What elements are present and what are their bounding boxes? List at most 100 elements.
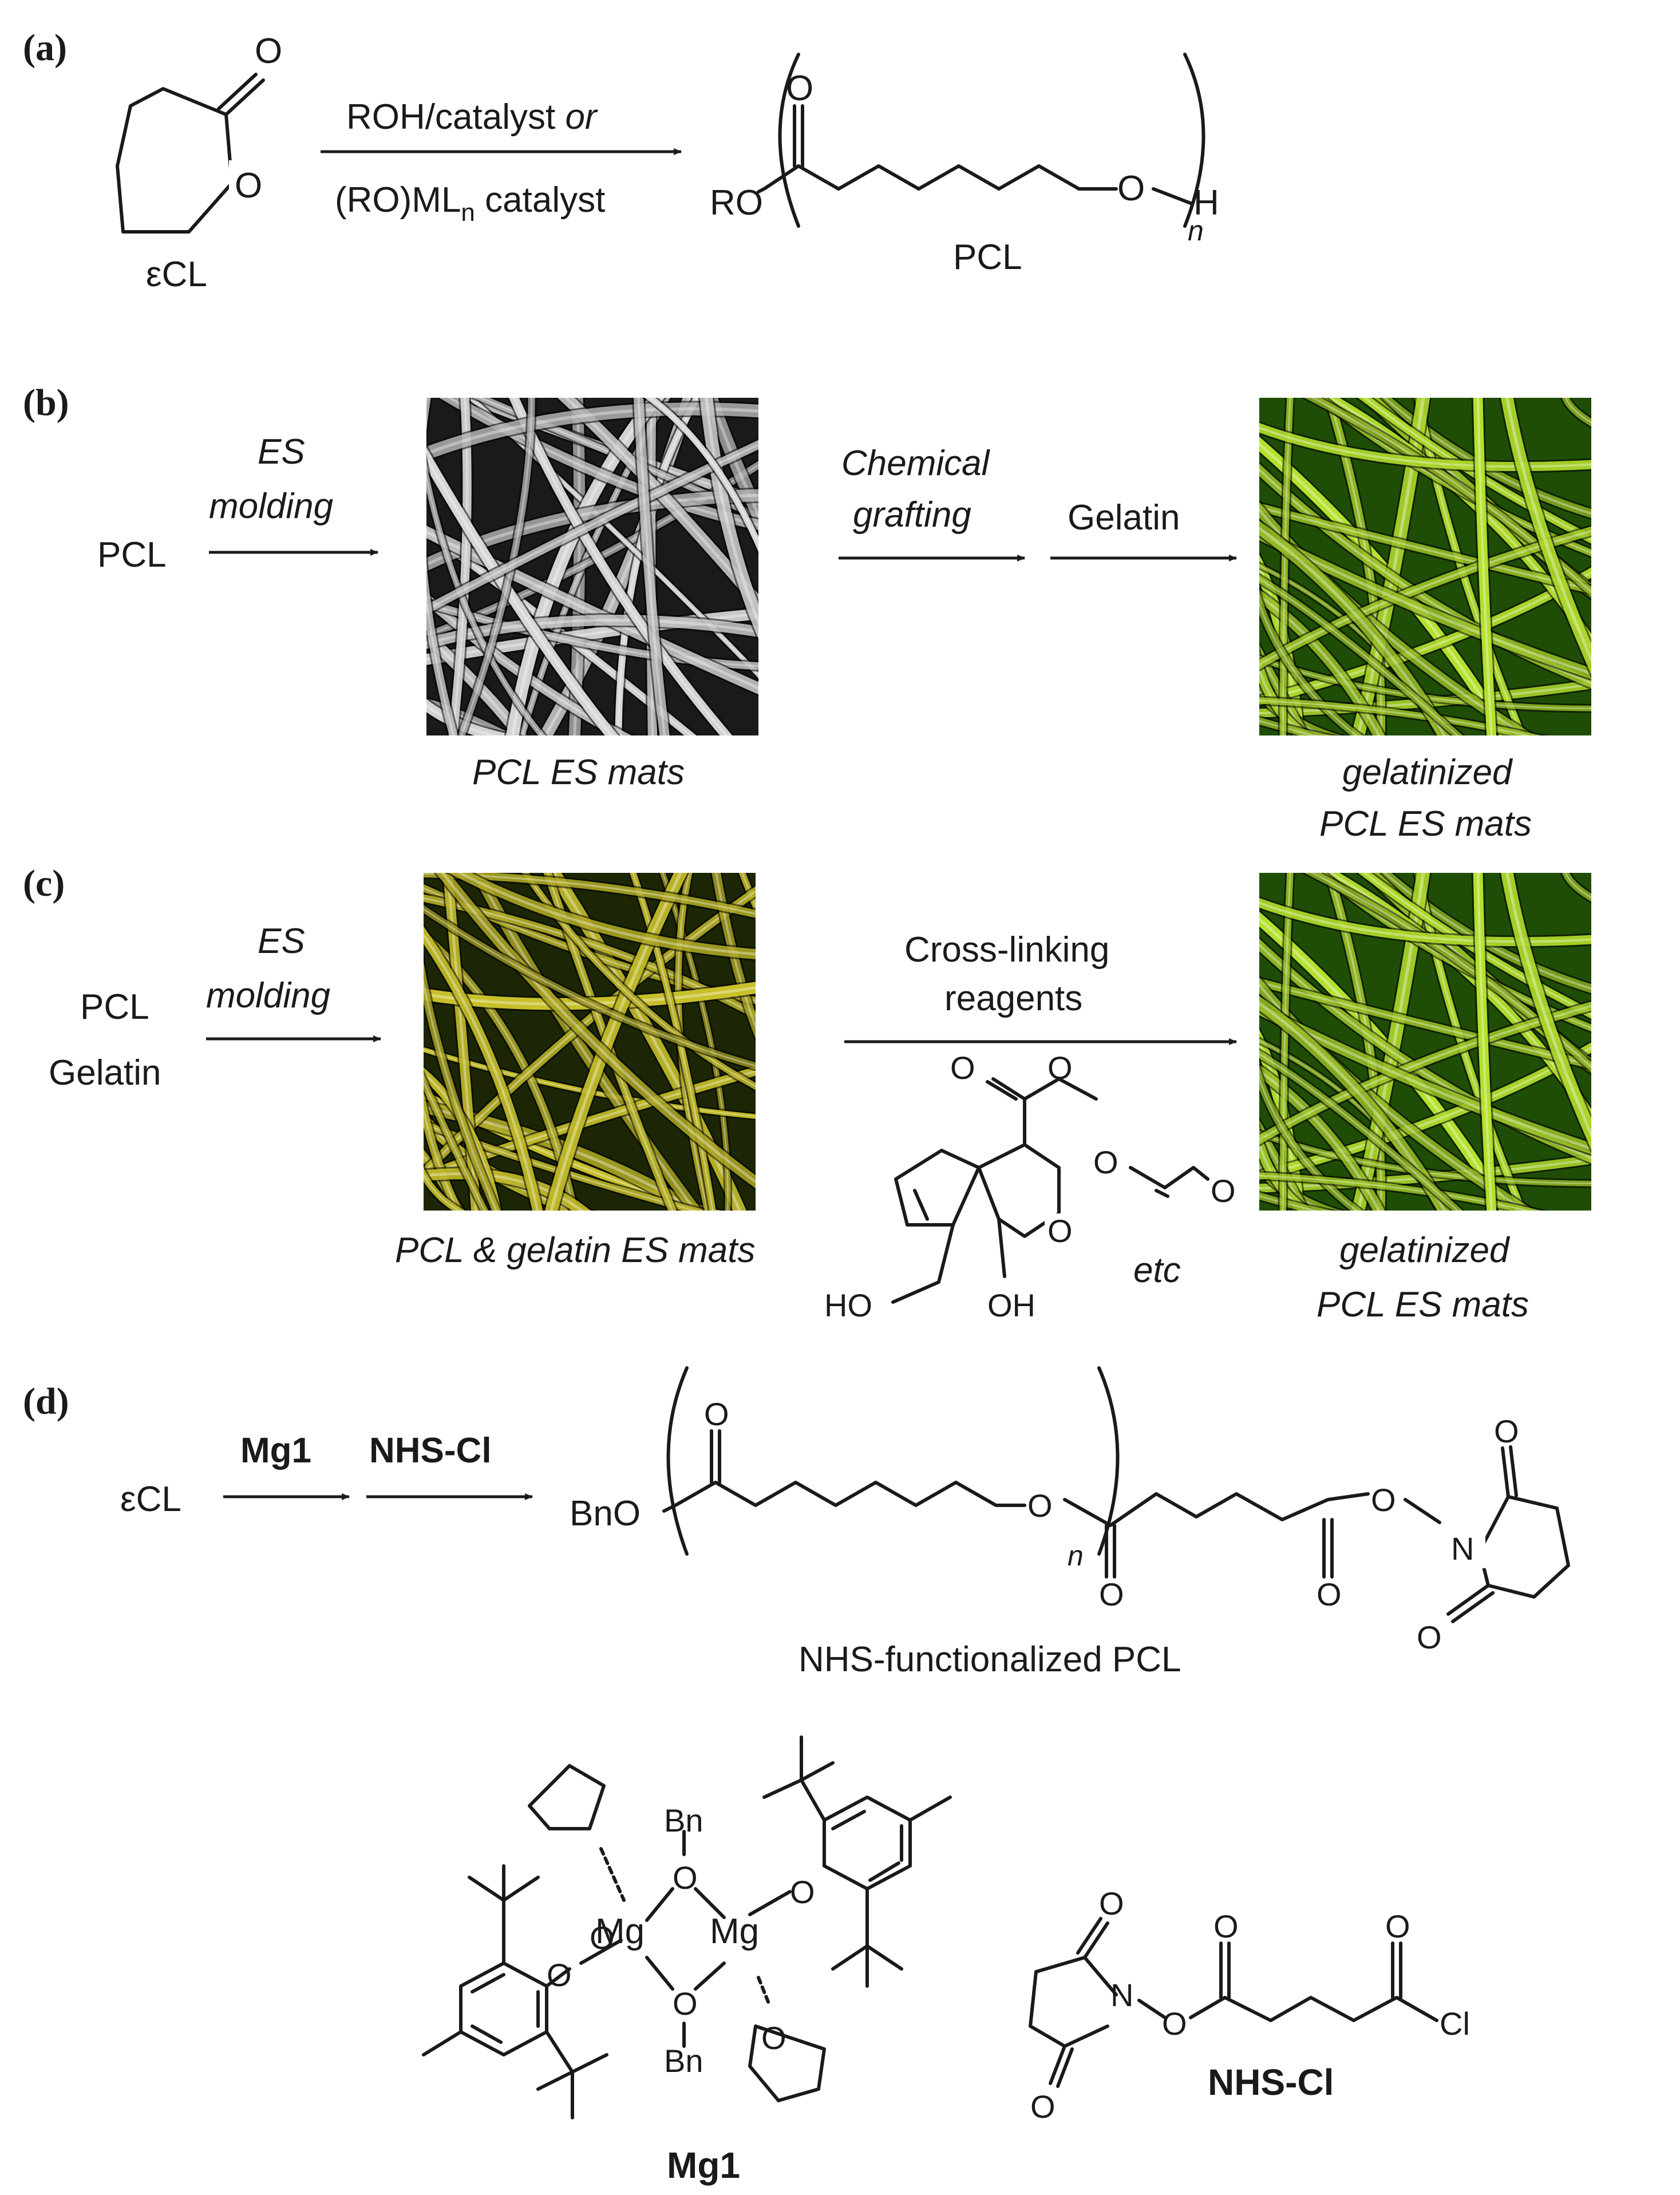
panel-d-label: (d) bbox=[23, 1381, 69, 1422]
mg1-mg-left: Mg bbox=[595, 1912, 645, 1951]
mat-gelatinized-c-fiber bbox=[1473, 873, 1497, 1211]
mat-gelatinized-c-fiber-highlight bbox=[1259, 1053, 1459, 1211]
mat-gelatinized-c-fiber bbox=[1562, 873, 1591, 902]
genipin-ester-o: O bbox=[1047, 1050, 1073, 1086]
mg1-label: Mg1 bbox=[667, 2145, 740, 2186]
mat-gelatinized-c bbox=[1259, 873, 1591, 1211]
c-mat2-caption-line2: PCL ES mats bbox=[1317, 1285, 1529, 1324]
carbonyl-bond bbox=[224, 78, 265, 116]
glyoxal-o2: O bbox=[1211, 1173, 1236, 1209]
mat-pcl-es-fiber bbox=[505, 398, 665, 735]
panel-b: (b) PCL ES molding PCL ES mats Chemical … bbox=[23, 382, 1591, 844]
terminal-h: H bbox=[1193, 183, 1219, 223]
mat-pcl-gelatin-fiber bbox=[521, 873, 756, 1090]
d-o-nhs-o: O bbox=[1371, 1482, 1396, 1518]
mat-pcl-es-fiber bbox=[699, 398, 758, 639]
c-mat2-caption-line1: gelatinized bbox=[1339, 1231, 1511, 1270]
mg1-o-phenoxy-right: O bbox=[790, 1874, 815, 1910]
mat-pcl-es-fiber-highlight bbox=[460, 398, 533, 735]
mat-gelatinized-b-fiber bbox=[1259, 591, 1363, 735]
nhscl-label: NHS-Cl bbox=[1208, 2062, 1334, 2103]
nhscl-o-ester: O bbox=[1213, 1908, 1239, 1944]
mat-pcl-es-fiber-highlight bbox=[426, 398, 455, 735]
mat-gelatinized-b-fiber bbox=[1562, 398, 1591, 427]
mat-gelatinized-c-fiber-highlight bbox=[1564, 873, 1591, 899]
mat-gelatinized-b-fiber-highlight bbox=[1564, 398, 1591, 424]
b-start-pcl: PCL bbox=[97, 535, 167, 575]
mat-pcl-es-fiber-highlight bbox=[426, 612, 758, 661]
mat-pcl-gelatin-fiber bbox=[630, 873, 716, 1211]
reagent-line2-suffix: catalyst bbox=[475, 180, 605, 220]
panel-a-label: (a) bbox=[23, 27, 67, 69]
mat-gelatinized-c-fiber bbox=[1304, 873, 1591, 1073]
nhscl-o-link: O bbox=[1162, 2006, 1187, 2042]
mat-pcl-gelatin-fiber bbox=[424, 1090, 463, 1211]
d-repeat-n: n bbox=[1068, 1540, 1084, 1572]
d-o-chain: O bbox=[1027, 1488, 1053, 1524]
nhscl-structure bbox=[1029, 1917, 1438, 2088]
mat-gelatinized-c-fiber-highlight bbox=[1259, 1140, 1307, 1211]
mat-pcl-es-fiber-highlight bbox=[426, 704, 498, 735]
pcl-chain bbox=[797, 164, 1118, 191]
c-molding-label: molding bbox=[206, 976, 330, 1015]
mat-gelatinized-b-fiber-highlight bbox=[1310, 398, 1591, 594]
panel-c: (c) PCL Gelatin ES molding PCL & gelatin… bbox=[23, 863, 1591, 1324]
mat-gelatinized-b-fiber-highlight bbox=[1476, 398, 1493, 735]
c-etc: etc bbox=[1133, 1251, 1181, 1290]
mat-pcl-es-fiber bbox=[426, 462, 546, 735]
b-mat1-caption: PCL ES mats bbox=[472, 753, 685, 792]
svg-text:(RO)MLn catalyst: (RO)MLn catalyst bbox=[335, 180, 605, 227]
mat-pcl-es-fiber-highlight bbox=[649, 398, 758, 546]
mat-gelatinized-c-fiber-highlight bbox=[1476, 873, 1493, 1211]
c-mat1-caption: PCL & gelatin ES mats bbox=[395, 1231, 756, 1270]
mat-gelatinized-c-fiber bbox=[1325, 873, 1386, 1211]
mat-pcl-gelatin-fiber bbox=[738, 873, 756, 913]
left-bracket bbox=[778, 53, 800, 228]
d-pcl-chain bbox=[714, 1481, 1026, 1507]
mat-gelatinized-b-fiber-highlight bbox=[1259, 594, 1381, 735]
pcl-structure bbox=[757, 53, 1205, 228]
nhscl-chain bbox=[1189, 1996, 1438, 2022]
ro-group: RO bbox=[710, 183, 763, 223]
mat-pcl-gelatin-fiber bbox=[448, 873, 756, 959]
nhscl-ring bbox=[1029, 1956, 1118, 2048]
reagent-line2-prefix: (RO)ML bbox=[335, 180, 461, 220]
mat-gelatinized-b-fiber bbox=[1259, 652, 1314, 735]
mat-pcl-gelatin-fiber-highlight bbox=[424, 933, 539, 1211]
mat-pcl-gelatin-fiber bbox=[424, 905, 756, 1070]
mg1-tbu-right-bottom bbox=[831, 1887, 903, 1988]
mg1-o-top: O bbox=[673, 1860, 698, 1896]
b-mat2-caption-line1: gelatinized bbox=[1342, 753, 1513, 792]
mat-pcl-es-fiber bbox=[426, 608, 758, 665]
mat-pcl-es-fiber-highlight bbox=[705, 398, 758, 627]
reagent-or: or bbox=[565, 97, 598, 137]
mg1-o-phenoxy-left: O bbox=[547, 1957, 572, 1993]
d-left-bracket bbox=[666, 1366, 689, 1556]
mat-pcl-gelatin-fiber-highlight bbox=[424, 978, 497, 1211]
mat-pcl-gelatin-fiber-highlight bbox=[441, 873, 756, 1184]
mg1-tbu-left-bottom bbox=[536, 2030, 608, 2119]
mat-pcl-es-fiber bbox=[448, 398, 472, 735]
caprolactone-structure bbox=[116, 73, 269, 234]
mat-pcl-es-fiber-highlight bbox=[426, 473, 543, 735]
nhscl-o-ring-bottom: O bbox=[1030, 2089, 1056, 2125]
mat-gelatinized-c-fiber bbox=[1500, 873, 1591, 1150]
mat-gelatinized-b-fiber bbox=[1259, 575, 1463, 735]
mg1-bn-bottom: Bn bbox=[664, 2043, 703, 2079]
genipin-cyclopentene-ring bbox=[894, 1149, 1001, 1227]
mg1-aryl-right bbox=[823, 1795, 912, 1891]
mat-pcl-es-fiber-highlight bbox=[452, 398, 468, 735]
d-o-top: O bbox=[704, 1396, 729, 1432]
b-chemical-label: Chemical bbox=[841, 444, 991, 483]
ring-carbonyl-oxygen: O bbox=[255, 31, 282, 71]
mat-pcl-gelatin-fiber-highlight bbox=[524, 873, 756, 1087]
mat-pcl-gelatin-fiber-highlight bbox=[741, 873, 756, 908]
panel-c-label: (c) bbox=[23, 863, 65, 904]
mat-gelatinized-c-fiber-highlight bbox=[1259, 1075, 1358, 1211]
mat-pcl-es-fiber bbox=[426, 398, 458, 735]
mat-pcl-es-fiber-highlight bbox=[637, 398, 666, 735]
b-grafting-label: grafting bbox=[853, 495, 971, 535]
mat-pcl-es-fiber bbox=[426, 699, 517, 735]
d-reagent-nhscl: NHS-Cl bbox=[369, 1431, 492, 1470]
